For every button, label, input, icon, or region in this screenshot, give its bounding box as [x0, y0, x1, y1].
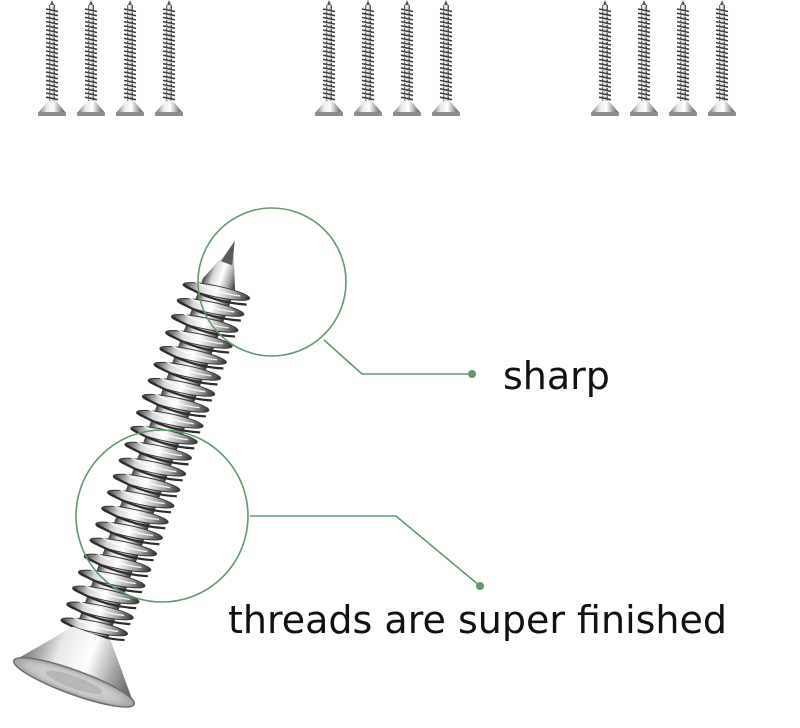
- main-screw-image: [13, 240, 251, 708]
- thumbnail-screw: [154, 0, 184, 117]
- thumbnail-screw: [392, 0, 422, 117]
- callout-sharp-dot: [468, 370, 476, 378]
- callout-threads-graphic: [75, 429, 484, 603]
- thumbnail-screw: [314, 0, 344, 117]
- thumbnail-screw: [668, 0, 698, 117]
- callout-sharp-label: sharp: [503, 354, 610, 398]
- thumbnail-screws: [37, 0, 737, 117]
- callout-threads-dot: [476, 582, 484, 590]
- thumbnail-screw: [37, 0, 67, 117]
- thumbnail-screw: [115, 0, 145, 117]
- callout-sharp-graphic: [197, 207, 476, 378]
- callout-threads-label: threads are super finished: [228, 598, 728, 642]
- thumbnail-screw: [707, 0, 737, 117]
- thumbnail-screw: [590, 0, 620, 117]
- thumbnail-screw: [431, 0, 461, 117]
- thumbnail-screw: [76, 0, 106, 117]
- thumbnail-screw: [629, 0, 659, 117]
- thumbnail-screw: [353, 0, 383, 117]
